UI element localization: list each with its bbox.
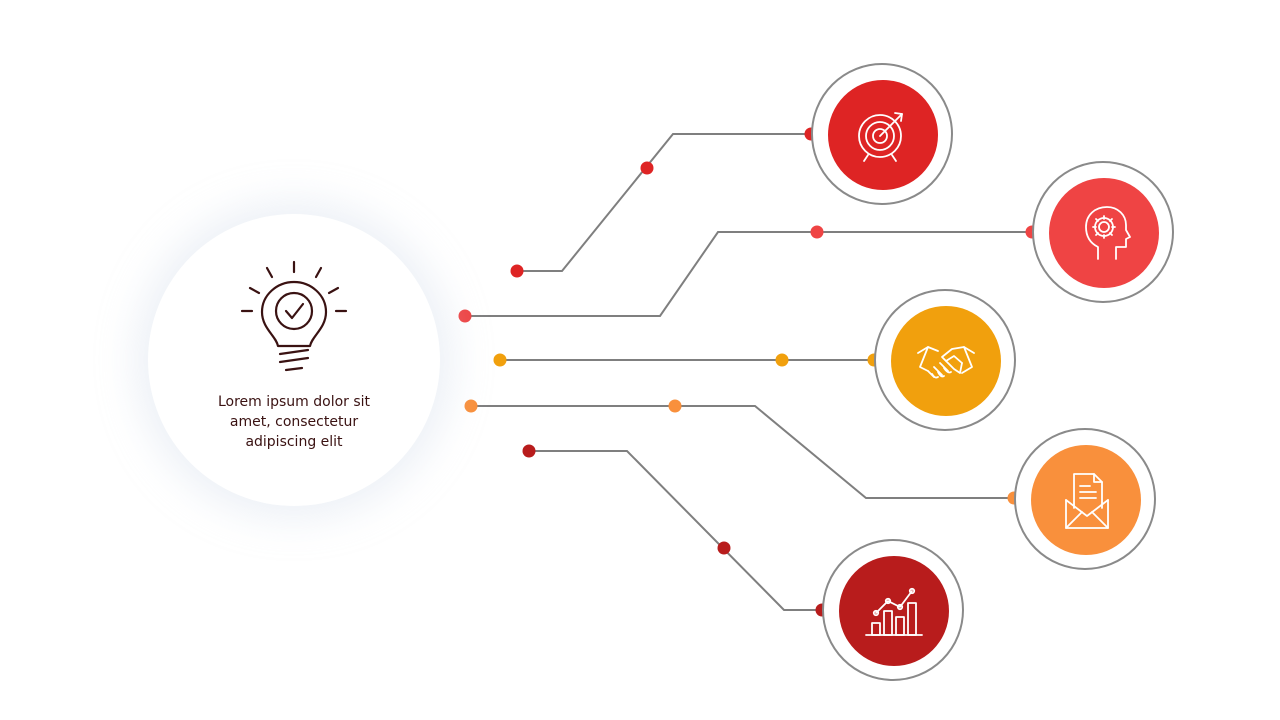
hub-description: Lorem ipsum dolor sit amet, consectetur … (188, 392, 400, 452)
node-fill (891, 306, 1001, 416)
node-fill (1049, 178, 1159, 288)
connector-dot (668, 399, 682, 413)
connector-dot (775, 353, 789, 367)
connector-dot (464, 399, 478, 413)
connector-dot (493, 353, 507, 367)
envelope-document-icon (1065, 473, 1109, 529)
hub-text-line: adipiscing elit (245, 434, 343, 450)
connector-dot (522, 444, 536, 458)
target-arrow-icon (858, 112, 903, 162)
connector-line-5 (529, 450, 822, 611)
connector-dot (510, 264, 524, 278)
handshake-icon (917, 346, 975, 379)
hub-text-line: Lorem ipsum dolor sit (217, 394, 371, 410)
node-head-gear (1032, 161, 1174, 303)
connector-dot (458, 309, 472, 323)
connector-dot (640, 161, 654, 175)
hub-circle: Lorem ipsum dolor sit amet, consectetur … (148, 214, 440, 506)
connector-line-1 (517, 133, 811, 272)
connector-line-2 (465, 231, 1032, 317)
connector-dot (810, 225, 824, 239)
node-fill (1031, 445, 1141, 555)
node-envelope (1014, 428, 1156, 570)
node-fill (839, 556, 949, 666)
lightbulb-check-icon (240, 260, 348, 372)
node-bar-chart (822, 539, 964, 681)
bar-chart-growth-icon (865, 587, 923, 636)
connector-dot (717, 541, 731, 555)
connector-line-4 (471, 405, 1014, 499)
node-handshake (874, 289, 1016, 431)
node-fill (828, 80, 938, 190)
node-target (811, 63, 953, 205)
head-gear-icon (1085, 206, 1131, 260)
hub-text-line: amet, consectetur (229, 414, 359, 430)
